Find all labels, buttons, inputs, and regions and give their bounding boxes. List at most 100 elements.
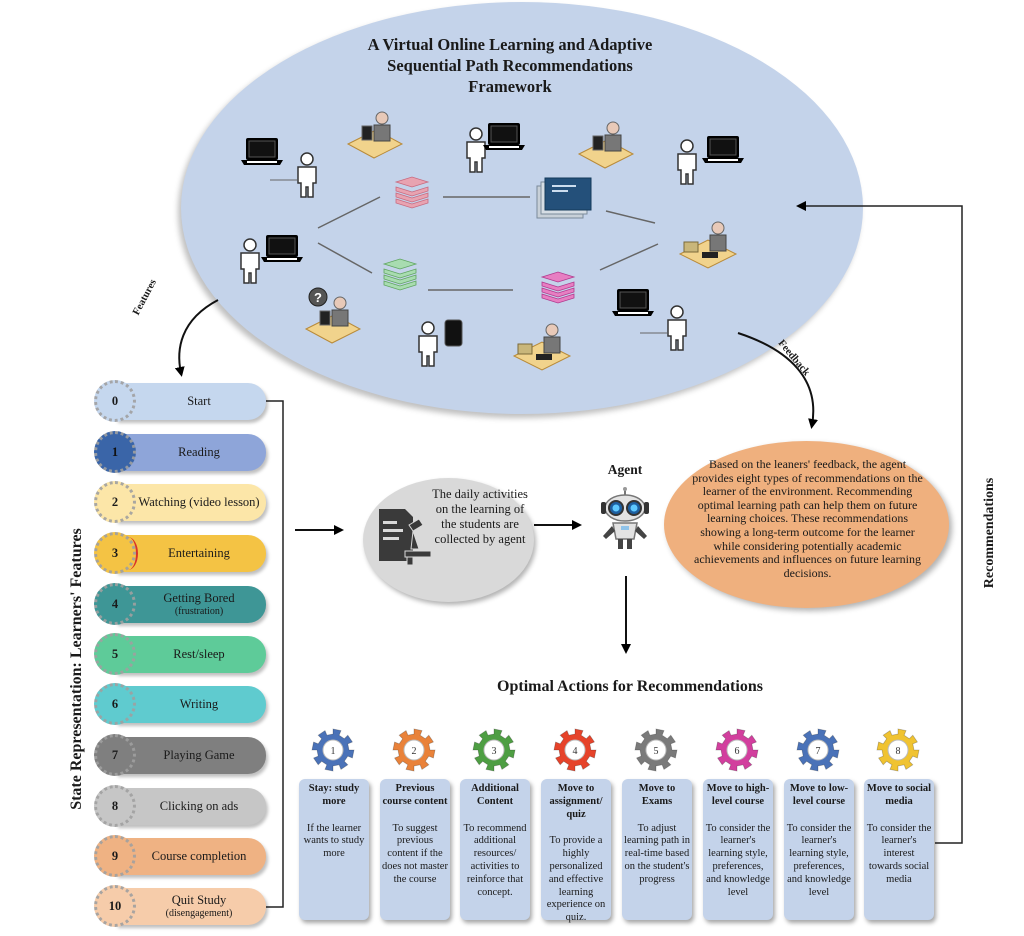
action-number: 1 [331, 746, 336, 757]
action-card: Move to social media To consider the lear… [864, 779, 934, 920]
state-label-pill: Watching (video lesson) [116, 484, 266, 521]
state-label: Entertaining [168, 546, 230, 560]
action-card: Move to Exams To adjust learning path in … [622, 779, 692, 920]
framework-title-line: Framework [468, 77, 552, 96]
gear-icon: 7 [796, 728, 840, 772]
agent-label: Agent [607, 462, 643, 477]
state-item-5: Rest/sleep 5 [94, 633, 266, 675]
state-number-gear-icon: 0 [94, 380, 136, 422]
gear-icon: 4 [553, 728, 597, 772]
action-number: 6 [735, 746, 740, 757]
state-number-gear-icon: 6 [94, 683, 136, 725]
action-number: 8 [896, 746, 901, 757]
features-arrow [174, 299, 219, 377]
gear-icon: 1 [311, 728, 355, 772]
state-number-gear-icon: 5 [94, 633, 136, 675]
state-item-6: Writing 6 [94, 683, 266, 725]
data-collection-text: The daily activities on the learning of … [432, 487, 528, 546]
action-description: If the learner wants to study more [303, 822, 365, 860]
state-representation-label: State Representation: Learners' Features [68, 528, 85, 810]
state-label-pill: Course completion [116, 838, 266, 875]
robot-agent-icon [601, 487, 649, 549]
state-label: Clicking on ads [159, 799, 239, 813]
action-card: Move to assignment/ quiz To provide a hig… [541, 779, 611, 923]
state-label-pill: Reading [116, 434, 266, 471]
state-label-pill: Entertaining [116, 535, 266, 572]
action-description: To consider the learner's learning style… [786, 822, 852, 898]
state-number: 5 [111, 646, 119, 661]
action-description: To provide a highly personalized and eff… [546, 835, 606, 924]
state-item-9: Course completion 9 [94, 835, 266, 877]
action-description: To suggest previous content if the does … [382, 822, 448, 885]
feedback-ellipse [664, 441, 949, 608]
state-number: 10 [108, 898, 122, 913]
action-title: Move to low-level course [789, 783, 849, 807]
state-label-pill: Start [116, 383, 266, 420]
optimal-actions-title: Optimal Actions for Recommendations [497, 678, 763, 695]
action-number: 4 [573, 746, 578, 757]
state-number: 6 [111, 696, 119, 711]
state-number: 7 [111, 747, 119, 762]
state-label: Writing [179, 697, 219, 711]
state-number-gear-icon: 4 [94, 583, 136, 625]
gear-icon: 2 [392, 728, 436, 772]
state-item-7: Playing Game 7 [94, 734, 266, 776]
state-label: Rest/sleep [173, 647, 225, 661]
recommendations-label: Recommendations [982, 477, 997, 589]
state-number-gear-icon: 2 [94, 481, 136, 523]
action-title: Move to Exams [638, 783, 676, 807]
action-number: 5 [654, 746, 659, 757]
state-label: Playing Game [163, 748, 235, 762]
gear-icon: 8 [876, 728, 920, 772]
framework-title-line: A Virtual Online Learning and Adaptive [367, 35, 653, 54]
state-label: Start [187, 394, 211, 408]
action-title: Previous course content [382, 783, 448, 807]
feedback-description: Based on the leaners' feedback, the agen… [692, 457, 923, 580]
state-label-pill: Quit Study(disengagement) [116, 888, 266, 925]
action-title: Additional Content [471, 783, 519, 807]
state-item-8: Clicking on ads 8 [94, 785, 266, 827]
state-number-gear-icon: 9 [94, 835, 136, 877]
features-arrow-label: Features [131, 277, 159, 318]
state-number-gear-icon: 1 [94, 431, 136, 473]
state-item-10: Quit Study(disengagement)10 [94, 885, 266, 927]
state-item-1: Reading 1 [94, 431, 266, 473]
state-item-3: Entertaining 3 [94, 532, 266, 574]
framework-title: A Virtual Online Learning and Adaptive S… [300, 34, 720, 97]
state-label-pill: Rest/sleep [116, 636, 266, 673]
state-label: Quit Study [171, 892, 227, 907]
state-number: 2 [111, 494, 119, 509]
states-bracket [266, 400, 284, 908]
state-number: 8 [111, 798, 119, 813]
gear-icon: 5 [634, 728, 678, 772]
state-sublabel: (frustration) [174, 605, 224, 617]
state-number: 0 [111, 393, 119, 408]
action-description: To adjust learning path in real-time bas… [624, 822, 690, 885]
framework-title-line: Sequential Path Recommendations [387, 56, 633, 75]
state-label-pill: Playing Game [116, 737, 266, 774]
state-item-4: Getting Bored(frustration)4 [94, 583, 266, 625]
state-label: Getting Bored [163, 590, 235, 605]
gear-icon: 3 [472, 728, 516, 772]
state-number: 3 [111, 545, 119, 560]
action-title: Move to assignment/ quiz [549, 783, 603, 820]
state-label: Watching (video lesson) [138, 495, 260, 509]
state-label: Course completion [151, 849, 247, 863]
state-label-pill: Getting Bored(frustration) [116, 586, 266, 623]
action-title: Move to social media [866, 783, 932, 807]
action-card: Previous course content To suggest previo… [380, 779, 450, 920]
state-label-pill: Writing [116, 686, 266, 723]
state-number: 1 [111, 444, 119, 459]
action-description: To consider the learner's learning style… [705, 822, 771, 898]
action-description: To consider the learner's interest towar… [866, 822, 932, 885]
highlight-arc [118, 537, 138, 570]
action-card: Move to low-level course To consider the … [784, 779, 854, 920]
action-number: 2 [412, 746, 417, 757]
feedback-arrow-label: Feedback [775, 338, 812, 379]
state-number-gear-icon: 7 [94, 734, 136, 776]
state-number: 9 [111, 848, 119, 863]
state-label: Reading [178, 445, 220, 459]
